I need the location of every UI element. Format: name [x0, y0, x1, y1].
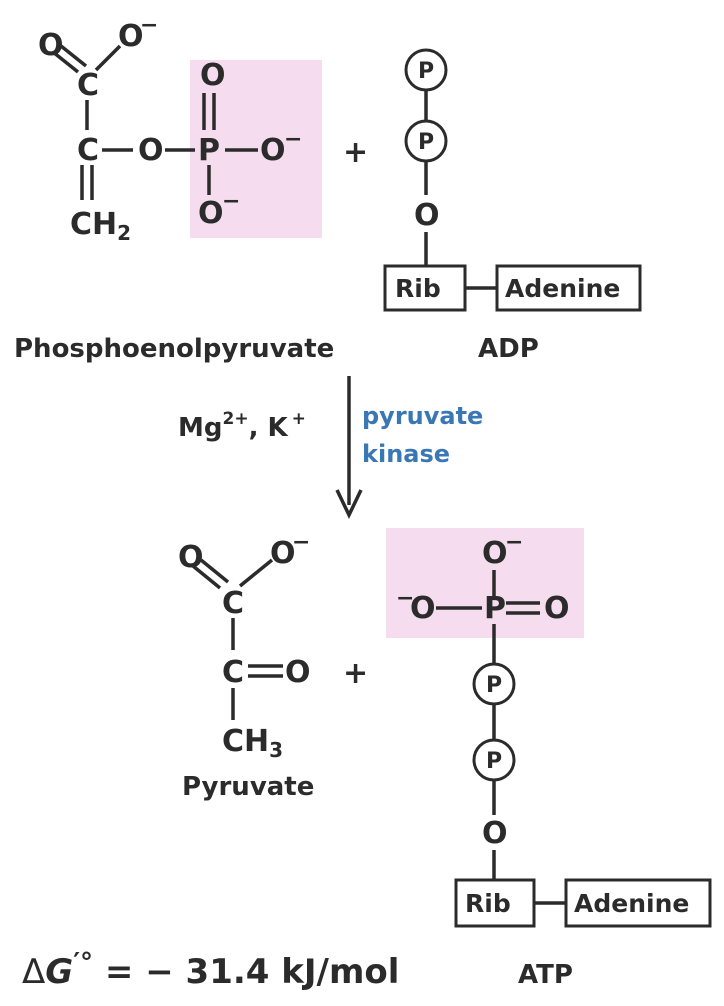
adp-phosphate-1-label: P — [418, 59, 434, 84]
pyr-ch3: CH3 — [222, 724, 283, 762]
pep-ch2: CH2 — [70, 207, 131, 245]
phosphoenolpyruvate-structure: O O − C C O P O O − O − CH2 — [38, 13, 322, 245]
pep-c1: C — [77, 68, 99, 103]
product-name-label: Pyruvate — [182, 772, 314, 802]
reactant-name-label: Phosphoenolpyruvate — [14, 334, 334, 364]
pep-p-o-right: O — [260, 133, 286, 168]
enzyme-name-line2: kinase — [362, 440, 450, 468]
pep-carboxyl-charge: − — [140, 13, 158, 38]
bond — [51, 50, 80, 74]
pyr-carboxyl-charge: − — [292, 530, 310, 555]
bond — [238, 558, 274, 588]
pep-phosphorus: P — [198, 133, 220, 168]
adp-adenine-label: Adenine — [505, 274, 620, 303]
pep-p-o-bottom-charge: − — [222, 189, 240, 214]
bond — [199, 558, 230, 584]
atp-structure: O − − O P O P P O Rib Adenine — [386, 528, 712, 928]
adp-ribose-label: Rib — [395, 274, 441, 303]
free-energy-equation: ΔG′° = − 31.4 kJ/mol — [22, 948, 399, 992]
pyruvate-structure: O O − C C O CH3 — [178, 530, 311, 762]
pep-p-o-top: O — [200, 58, 226, 93]
atp-adenine-label: Adenine — [574, 889, 689, 918]
bond — [59, 44, 88, 68]
atp-p-o-left-charge: − — [396, 586, 414, 611]
atp-name-label: ATP — [518, 960, 573, 990]
adp-name-label: ADP — [478, 334, 539, 364]
atp-p-o-top: O — [482, 536, 508, 571]
adp-phosphate-2-label: P — [418, 130, 434, 155]
bond — [191, 564, 222, 590]
adp-adenine-box — [495, 264, 642, 312]
bond — [94, 44, 122, 72]
pep-p-o-bottom: O — [198, 196, 224, 231]
atp-o: O — [482, 816, 508, 851]
plus-bottom: + — [343, 656, 368, 691]
atp-adenine-box — [564, 878, 712, 928]
pep-p-o-right-charge: − — [284, 127, 302, 152]
atp-p-o-top-charge: − — [505, 530, 523, 555]
cofactors-label: Mg2+, K+ — [178, 409, 306, 443]
adp-o: O — [414, 198, 440, 233]
pyr-carboxyl-o-minus: O — [270, 536, 296, 571]
arrow-head — [335, 489, 363, 520]
pep-carboxyl-o-minus: O — [118, 19, 144, 54]
atp-p-o-left: O — [410, 591, 436, 626]
atp-phosphorus: P — [484, 591, 506, 626]
plus-top: + — [343, 135, 368, 170]
atp-ribose-box — [454, 878, 536, 928]
pyr-c2: C — [222, 655, 244, 690]
enzyme-name-line1: pyruvate — [362, 402, 483, 430]
reaction-arrow — [335, 376, 363, 520]
atp-phosphate-2-label: P — [486, 673, 502, 698]
pep-c2: C — [77, 133, 99, 168]
atp-ribose-label: Rib — [465, 889, 511, 918]
atp-p-o-right: O — [544, 591, 570, 626]
atp-phosphate-3-label: P — [486, 749, 502, 774]
adp-structure: P P O Rib Adenine — [383, 48, 642, 312]
pep-bridge-o: O — [138, 133, 164, 168]
pyr-c1: C — [222, 586, 244, 621]
pyr-keto-o: O — [285, 655, 311, 690]
transferred-phosphoryl-highlight — [386, 528, 584, 638]
